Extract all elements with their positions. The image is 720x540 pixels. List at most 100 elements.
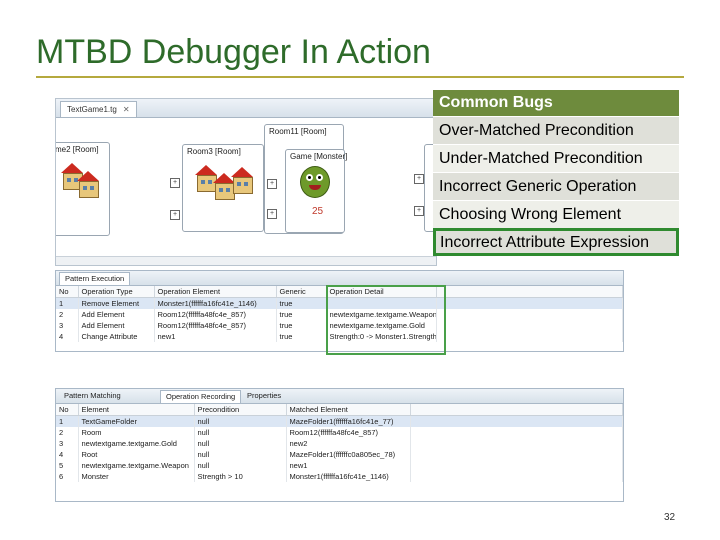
tab-properties[interactable]: Properties (247, 391, 282, 400)
table-cell: 1 (56, 415, 79, 427)
model-canvas[interactable]: me2 [Room] Room3 [Room] (56, 118, 436, 265)
table-cell: Change Attribute (78, 331, 155, 342)
room-node-label: me2 [Room] (55, 145, 99, 154)
column-header[interactable]: Precondition (194, 404, 287, 416)
pattern-matching-tab-bar: Pattern Matching Operation Recording Pro… (56, 389, 623, 404)
table-cell: Room12(ffffffa48fc4e_857) (154, 309, 277, 320)
table-row[interactable]: 4 Change Attribute new1 true Strength:0 … (56, 331, 623, 342)
table-cell: Add Element (78, 320, 155, 331)
monster-count: 25 (312, 206, 324, 217)
column-header-empty (410, 404, 623, 416)
table-header-row: No Operation Type Operation Element Gene… (56, 286, 623, 298)
pattern-matching-panel: Pattern Matching Operation Recording Pro… (55, 388, 624, 502)
bug-item-wrong-element[interactable]: Choosing Wrong Element (433, 200, 679, 228)
table-cell: null (194, 460, 287, 471)
table-row[interactable]: 2 Add Element Room12(ffffffa48fc4e_857) … (56, 309, 623, 320)
common-bugs-list: Common Bugs Over-Matched Precondition Un… (433, 90, 679, 256)
table-cell: Remove Element (78, 297, 155, 309)
column-header[interactable]: Operation Element (154, 286, 277, 298)
table-cell: 2 (56, 309, 79, 320)
pattern-execution-panel: Pattern Execution No Operation Type Oper… (55, 270, 624, 352)
column-header-empty (436, 286, 623, 298)
table-cell: new1 (154, 331, 277, 342)
operation-detail-highlight (326, 285, 446, 355)
table-cell: Strength:0 -> Monster1.Strength (326, 331, 437, 342)
common-bugs-header: Common Bugs (433, 90, 679, 116)
table-cell: Room12(ffffffa48fc4e_857) (286, 427, 411, 438)
table-cell: null (194, 427, 287, 438)
table-cell (326, 297, 437, 309)
room3-node[interactable]: Room3 [Room] (182, 144, 264, 232)
room3-label: Room3 [Room] (187, 147, 241, 156)
close-icon[interactable]: ✕ (122, 105, 130, 114)
horizontal-scrollbar[interactable] (56, 256, 436, 265)
column-header[interactable]: Operation Type (78, 286, 155, 298)
table-cell: TextGameFolder (78, 415, 195, 427)
room11-node[interactable]: Room11 [Room] Game [Monster] 25 + + (264, 124, 347, 234)
bug-item-over-matched[interactable]: Over-Matched Precondition (433, 116, 679, 144)
table-row[interactable]: 3 newtextgame.textgame.Gold null new2 (56, 438, 623, 449)
house-icon (231, 167, 253, 194)
bug-item-under-matched[interactable]: Under-Matched Precondition (433, 144, 679, 172)
table-row[interactable]: 1 TextGameFolder null MazeFolder1(ffffff… (56, 415, 623, 427)
table-cell: 5 (56, 460, 79, 471)
tab-pattern-matching[interactable]: Pattern Matching (64, 391, 121, 400)
table-cell-empty (436, 297, 623, 309)
expand-icon[interactable]: + (170, 210, 180, 220)
table-cell: true (276, 320, 327, 331)
column-header[interactable]: Element (78, 404, 195, 416)
table-cell: 4 (56, 449, 79, 460)
table-row[interactable]: 3 Add Element Room12(ffffffa48fc4e_857) … (56, 320, 623, 331)
table-cell: null (194, 415, 287, 427)
editor-tab-bar: TextGame1.tg✕ (56, 99, 436, 118)
table-cell: true (276, 297, 327, 309)
bug-item-incorrect-attribute[interactable]: Incorrect Attribute Expression (433, 228, 679, 256)
table-row[interactable]: 1 Remove Element Monster1(ffffffa16fc41e… (56, 297, 623, 309)
bug-item-incorrect-generic[interactable]: Incorrect Generic Operation (433, 172, 679, 200)
editor-tab[interactable]: TextGame1.tg✕ (60, 101, 137, 117)
table-cell: Root (78, 449, 195, 460)
expand-icon[interactable]: + (170, 178, 180, 188)
table-cell: Monster (78, 471, 195, 482)
table-cell-empty (436, 309, 623, 320)
table-cell: Add Element (78, 309, 155, 320)
expand-icon[interactable]: + (267, 209, 277, 219)
table-cell: new2 (286, 438, 411, 449)
table-row[interactable]: 6 Monster Strength > 10 Monster1(ffffffa… (56, 471, 623, 482)
expand-icon[interactable]: + (414, 206, 424, 216)
table-cell: 1 (56, 297, 79, 309)
table-cell-empty (410, 471, 623, 482)
table-cell: newtextgame.textgame.Weapon (326, 309, 437, 320)
column-header[interactable]: Generic (276, 286, 327, 298)
column-header[interactable]: Operation Detail (326, 286, 437, 298)
house-icon (77, 171, 99, 198)
pattern-execution-tab-bar: Pattern Execution (56, 271, 623, 286)
table-row[interactable]: 5 newtextgame.textgame.Weapon null new1 (56, 460, 623, 471)
column-header[interactable]: No (56, 404, 79, 416)
title-divider (36, 76, 684, 78)
expand-icon[interactable]: + (267, 179, 277, 189)
table-cell: true (276, 331, 327, 342)
pattern-execution-table: No Operation Type Operation Element Gene… (56, 286, 623, 342)
room-node-left[interactable]: me2 [Room] (55, 142, 110, 236)
table-cell: Monster1(ffffffa16fc41e_1146) (286, 471, 411, 482)
table-cell: null (194, 449, 287, 460)
column-header[interactable]: No (56, 286, 79, 298)
monster-node[interactable]: Game [Monster] 25 (285, 149, 347, 233)
table-cell: new1 (286, 460, 411, 471)
expand-icon[interactable]: + (414, 174, 424, 184)
table-cell: 6 (56, 471, 79, 482)
tab-operation-recording[interactable]: Operation Recording (160, 390, 242, 403)
model-editor: TextGame1.tg✕ me2 [Room] Room3 [Room] (55, 98, 437, 266)
table-row[interactable]: 4 Root null MazeFolder1(ffffffc0a805ec_7… (56, 449, 623, 460)
column-header[interactable]: Matched Element (286, 404, 411, 416)
table-cell-empty (410, 415, 623, 427)
house-icon (213, 173, 235, 200)
table-cell: Room12(ffffffa48fc4e_857) (154, 320, 277, 331)
table-cell: MazeFolder1(ffffffa16fc41e_77) (286, 415, 411, 427)
page-number: 32 (664, 512, 676, 523)
table-cell: 3 (56, 438, 79, 449)
tab-pattern-execution[interactable]: Pattern Execution (59, 272, 131, 285)
table-row[interactable]: 2 Room null Room12(ffffffa48fc4e_857) (56, 427, 623, 438)
table-cell: true (276, 309, 327, 320)
